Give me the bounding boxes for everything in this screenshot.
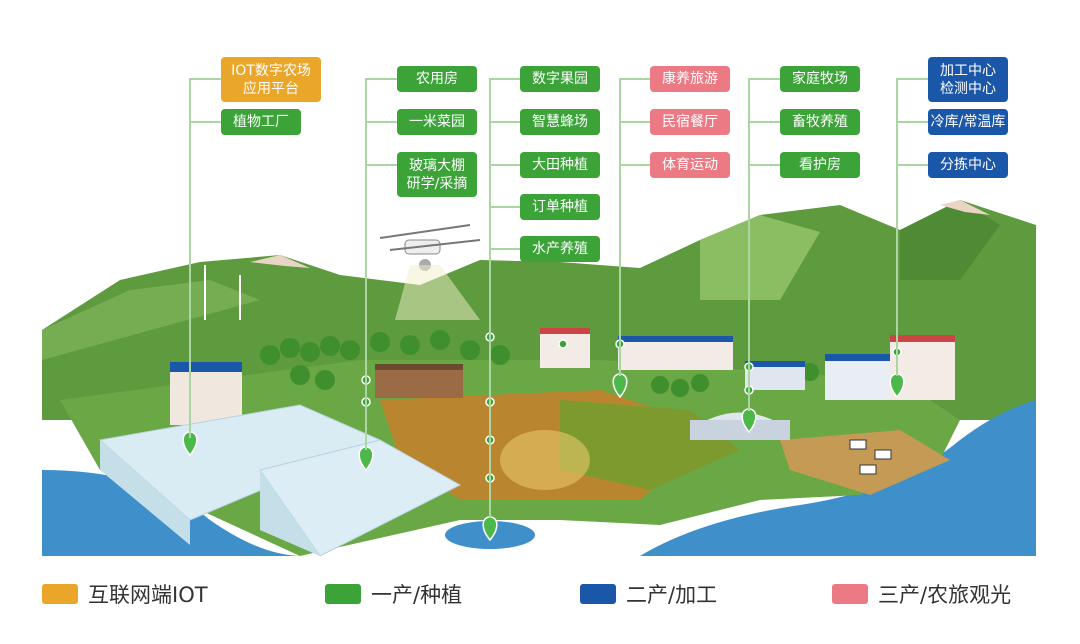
label-line: 水产养殖 bbox=[532, 241, 588, 257]
drone-icon bbox=[379, 224, 481, 320]
connector-line bbox=[748, 78, 780, 80]
label-line: 康养旅游 bbox=[662, 71, 718, 87]
label-line: 植物工厂 bbox=[233, 114, 289, 130]
label-iot-platform: IOT数字农场 应用平台 bbox=[221, 57, 321, 102]
connector-line bbox=[489, 121, 520, 123]
connector-line bbox=[489, 78, 491, 518]
label-line: 农用房 bbox=[416, 71, 458, 87]
label-farm-house: 农用房 bbox=[397, 66, 477, 92]
label-aquaculture: 水产养殖 bbox=[520, 236, 600, 262]
label-line: 体育运动 bbox=[662, 157, 718, 173]
connector-line bbox=[748, 78, 750, 411]
legend-label: 一产/种植 bbox=[371, 583, 463, 607]
label-vegetable-garden: 一米菜园 bbox=[397, 109, 477, 135]
label-guard-house: 看护房 bbox=[780, 152, 860, 178]
label-line: 数字果园 bbox=[532, 71, 588, 87]
legend-swatch bbox=[832, 584, 868, 604]
label-line: 家庭牧场 bbox=[792, 71, 848, 87]
label-family-ranch: 家庭牧场 bbox=[780, 66, 860, 92]
connector-line bbox=[896, 78, 898, 376]
label-digital-orchard: 数字果园 bbox=[520, 66, 600, 92]
label-line: 检测中心 bbox=[940, 80, 996, 97]
connector-line bbox=[896, 164, 928, 166]
label-homestay-restaurant: 民宿餐厅 bbox=[650, 109, 730, 135]
label-glass-greenhouse: 玻璃大棚 研学/采摘 bbox=[397, 152, 477, 197]
connector-line bbox=[748, 121, 780, 123]
connector-line bbox=[896, 121, 928, 123]
label-wellness-tourism: 康养旅游 bbox=[650, 66, 730, 92]
connector-line bbox=[896, 78, 928, 80]
label-cold-storage: 冷库/常温库 bbox=[928, 109, 1008, 135]
label-line: 民宿餐厅 bbox=[662, 114, 718, 130]
label-field-planting: 大田种植 bbox=[520, 152, 600, 178]
connector-line bbox=[365, 78, 397, 80]
label-line: 加工中心 bbox=[940, 62, 996, 79]
label-plant-factory: 植物工厂 bbox=[221, 109, 301, 135]
connector-line bbox=[489, 164, 520, 166]
connector-line bbox=[619, 164, 650, 166]
connector-line bbox=[489, 248, 520, 250]
label-line: 一米菜园 bbox=[409, 114, 465, 130]
legend-item-primary: 一产/种植 bbox=[325, 580, 462, 608]
label-line: 冷库/常温库 bbox=[930, 114, 1006, 130]
label-line: 畜牧养殖 bbox=[792, 114, 848, 130]
label-livestock-breeding: 畜牧养殖 bbox=[780, 109, 860, 135]
connector-line bbox=[365, 121, 397, 123]
legend-label: 三产/农旅观光 bbox=[878, 583, 1012, 607]
legend: 互联网端IOT 一产/种植 二产/加工 三产/农旅观光 bbox=[0, 580, 1080, 610]
greenhouses bbox=[98, 404, 462, 557]
orchard-trees bbox=[260, 330, 819, 397]
legend-swatch bbox=[580, 584, 616, 604]
connector-line bbox=[489, 206, 520, 208]
label-line: 分拣中心 bbox=[940, 157, 996, 173]
label-line: IOT数字农场 bbox=[231, 62, 311, 79]
label-line: 玻璃大棚 bbox=[409, 157, 465, 174]
connector-line bbox=[619, 78, 650, 80]
label-line: 大田种植 bbox=[532, 157, 588, 173]
legend-swatch bbox=[42, 584, 78, 604]
legend-item-secondary: 二产/加工 bbox=[580, 580, 717, 608]
connector-line bbox=[365, 164, 397, 166]
label-line: 订单种植 bbox=[532, 199, 588, 215]
label-order-planting: 订单种植 bbox=[520, 194, 600, 220]
connector-line bbox=[748, 164, 780, 166]
livestock bbox=[849, 439, 892, 475]
label-line: 应用平台 bbox=[243, 80, 299, 97]
connector-line bbox=[189, 78, 191, 438]
label-smart-apiary: 智慧蜂场 bbox=[520, 109, 600, 135]
label-processing-center: 加工中心 检测中心 bbox=[928, 57, 1008, 102]
legend-label: 二产/加工 bbox=[626, 583, 718, 607]
label-line: 看护房 bbox=[799, 157, 841, 173]
label-line: 智慧蜂场 bbox=[532, 114, 588, 130]
legend-item-tertiary: 三产/农旅观光 bbox=[832, 580, 1011, 608]
connector-line bbox=[189, 121, 221, 123]
legend-label: 互联网端IOT bbox=[88, 583, 208, 607]
label-sorting-center: 分拣中心 bbox=[928, 152, 1008, 178]
buildings bbox=[170, 328, 955, 440]
connector-line bbox=[619, 78, 621, 376]
legend-swatch bbox=[325, 584, 361, 604]
legend-item-iot: 互联网端IOT bbox=[42, 580, 208, 608]
wind-turbines bbox=[204, 265, 241, 320]
connector-line bbox=[189, 78, 221, 80]
label-sports: 体育运动 bbox=[650, 152, 730, 178]
connector-line bbox=[489, 78, 520, 80]
connector-line bbox=[619, 121, 650, 123]
connector-line bbox=[365, 78, 367, 450]
label-line: 研学/采摘 bbox=[406, 175, 468, 192]
